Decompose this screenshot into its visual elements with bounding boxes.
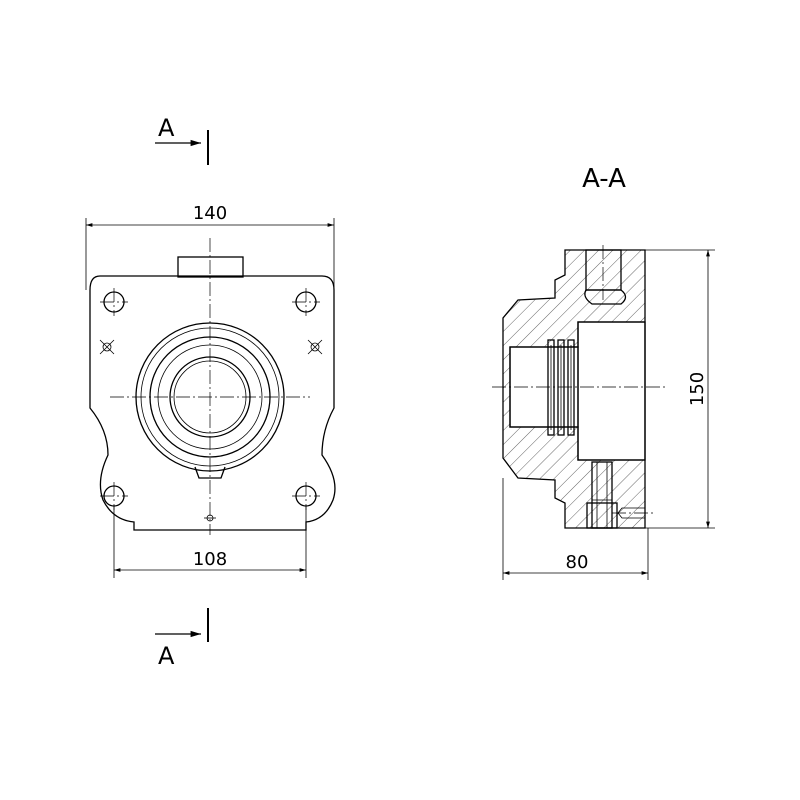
dimension-140-label: 140 [193, 203, 227, 224]
dimension-150-label: 150 [687, 372, 708, 406]
bolt-holes [100, 288, 320, 510]
dimension-depth: 80 [502, 478, 649, 580]
pin-holes [99, 339, 323, 522]
dimension-overall-width: 140 [85, 203, 335, 290]
dimension-108-label: 108 [193, 549, 227, 570]
front-view [89, 238, 336, 535]
section-mark-top: A [155, 114, 209, 165]
section-title: A-A [582, 164, 626, 194]
top-lug [177, 256, 244, 278]
section-view [492, 245, 665, 529]
flange-outline [89, 275, 336, 531]
section-letter-top: A [158, 114, 175, 142]
dimension-height: 150 [645, 249, 715, 529]
dimension-hole-spacing: 108 [113, 506, 307, 578]
section-mark-bottom: A [155, 608, 209, 670]
section-letter-bottom: A [158, 642, 175, 670]
dimension-80-label: 80 [566, 552, 589, 573]
seal-grooves [547, 339, 575, 436]
